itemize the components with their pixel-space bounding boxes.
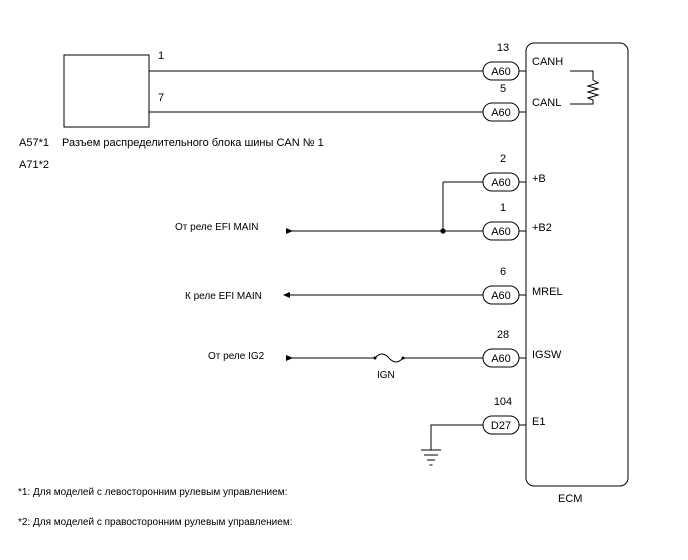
terminal-label: E1 (532, 416, 545, 428)
terminal-label: +B2 (532, 222, 552, 234)
connector-oval-e1 (482, 415, 520, 435)
ecm-box (525, 42, 629, 487)
terminal-label: MREL (532, 286, 563, 298)
label-from-efi-main: От реле EFI MAIN (175, 222, 258, 233)
connector-oval-plus-b (482, 172, 520, 192)
connector-oval-canl (482, 102, 520, 122)
splice-point (440, 228, 446, 234)
pin-number: 13 (497, 42, 509, 54)
component-pin-7: 7 (158, 92, 164, 104)
pin-number: 5 (500, 83, 506, 95)
ign-fuse-symbol (374, 353, 404, 363)
component-description: Разъем распределительного блока шины CAN… (62, 137, 324, 149)
label-fuse-ign: IGN (377, 370, 395, 381)
pin-number: 1 (500, 202, 506, 214)
arrow-in-ig2 (286, 355, 293, 361)
connector-label: A60 (491, 66, 511, 78)
terminal-label: CANL (532, 97, 561, 109)
wire-e1 (430, 424, 483, 450)
connector-label: A60 (491, 107, 511, 119)
footnote-2: *2: Для моделей с правосторонним рулевым… (18, 517, 293, 528)
connector-oval-canh (482, 61, 520, 81)
ecm-connection-group: A6013CANHA605CANLA602+BA601+B2A606MRELA6… (482, 42, 563, 435)
pin-number: 104 (494, 396, 512, 408)
connector-oval-igsw (482, 348, 520, 368)
footnote-1: *1: Для моделей с левосторонним рулевым … (18, 487, 287, 498)
connector-label: D27 (491, 420, 511, 432)
connector-label: A60 (491, 177, 511, 189)
component-pin-1: 1 (158, 50, 164, 62)
connector-label: A60 (491, 353, 511, 365)
component-id-2: A71*2 (19, 159, 49, 171)
connector-label: A60 (491, 226, 511, 238)
pin-number: 2 (500, 153, 506, 165)
terminal-label: CANH (532, 56, 563, 68)
termination-resistor (570, 70, 600, 105)
pin-number: 28 (497, 329, 509, 341)
component-id-1: A57*1 (19, 137, 49, 149)
connector-label: A60 (491, 290, 511, 302)
arrow-out-efi-main (283, 292, 290, 298)
terminal-label: +B (532, 173, 546, 185)
pin-number: 6 (500, 266, 506, 278)
connector-oval-plus-b2 (482, 221, 520, 241)
terminal-label: IGSW (532, 349, 562, 361)
fuse-terminal-left (373, 356, 377, 360)
ecm-label: ECM (558, 493, 582, 505)
label-to-efi-main: К реле EFI MAIN (185, 291, 262, 302)
connector-oval-mrel (482, 285, 520, 305)
label-from-ig2: От реле IG2 (208, 351, 265, 362)
can-junction-connector-box (63, 54, 150, 128)
arrow-in-efi-main (286, 228, 293, 234)
